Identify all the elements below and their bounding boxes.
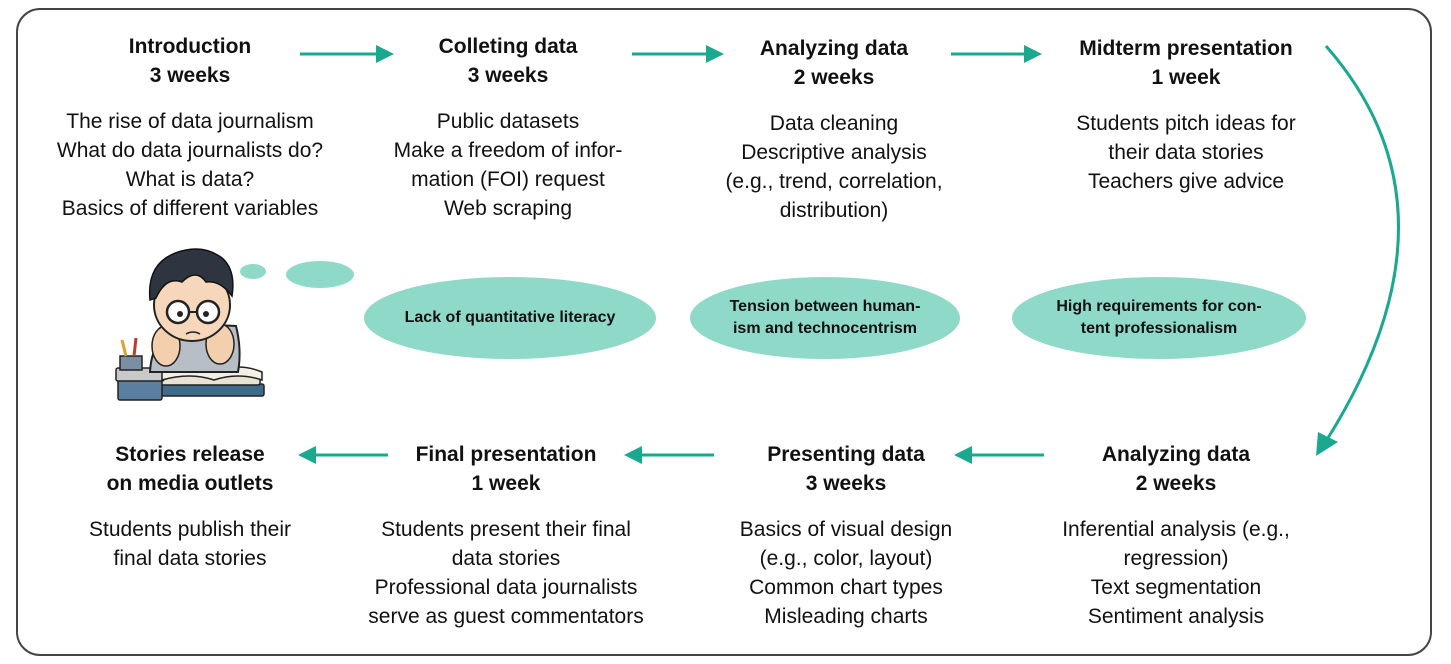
stage-item: Professional data journalists xyxy=(374,576,638,599)
challenge-text: Tension between human- xyxy=(729,298,921,315)
stage-item: What is data? xyxy=(125,168,255,191)
stage-duration: 2 weeks xyxy=(793,66,875,89)
stage-item: distribution) xyxy=(779,199,889,222)
challenge-bubble: Tension between human- ism and technocen… xyxy=(690,277,960,359)
stage-item: Students present their final xyxy=(381,518,631,541)
stage-duration: 1 week xyxy=(471,472,541,495)
stage-items: Data cleaning Descriptive analysis (e.g.… xyxy=(664,109,1004,225)
stage-item: Descriptive analysis xyxy=(741,141,927,164)
challenge-text: ism and technocentrism xyxy=(732,320,918,337)
arrow-right xyxy=(951,45,1042,63)
stage-item: serve as guest commentators xyxy=(368,605,644,628)
stage-item: What do data journalists do? xyxy=(56,139,324,162)
stage-introduction: Introduction 3 weeks The rise of data jo… xyxy=(20,32,360,223)
stage-title: Midterm presentation xyxy=(1079,37,1293,60)
stage-presenting-data: Presenting data 3 weeks Basics of visual… xyxy=(676,440,1016,631)
stage-item: Public datasets xyxy=(436,110,580,133)
stage-analyzing-data-2: Analyzing data 2 weeks Inferential analy… xyxy=(1006,440,1346,631)
arrow-curved-down xyxy=(1316,45,1400,456)
stage-duration: 3 weeks xyxy=(805,472,887,495)
stage-item: Students pitch ideas for xyxy=(1076,112,1296,135)
stage-item: Basics of different variables xyxy=(61,197,319,220)
stage-duration: 2 weeks xyxy=(1135,472,1217,495)
stage-item: Data cleaning xyxy=(769,112,899,135)
stage-item: regression) xyxy=(1123,547,1229,570)
stage-item: (e.g., color, layout) xyxy=(759,547,933,570)
stage-items: Students publish their final data storie… xyxy=(20,515,360,573)
stage-title: Presenting data xyxy=(767,443,925,466)
stage-item: their data stories xyxy=(1108,141,1264,164)
stage-title: Final presentation xyxy=(415,443,597,466)
stage-final-presentation: Final presentation 1 week Students prese… xyxy=(336,440,676,631)
stage-item: The rise of data journalism xyxy=(66,110,314,133)
stage-item: Text segmentation xyxy=(1090,576,1262,599)
thought-dot-small xyxy=(240,264,266,279)
stage-items: Students present their final data storie… xyxy=(336,515,676,631)
stage-items: Students pitch ideas for their data stor… xyxy=(1016,109,1356,196)
stage-item: Teachers give advice xyxy=(1087,170,1285,193)
stage-item: (e.g., trend, correlation, xyxy=(725,170,943,193)
stage-title: Stories release xyxy=(115,443,265,466)
arrow-right xyxy=(300,45,394,63)
stage-items: The rise of data journalism What do data… xyxy=(20,107,360,223)
student-illustration xyxy=(115,248,265,401)
thought-dot-large xyxy=(286,261,354,288)
stage-title: Colleting data xyxy=(438,35,578,58)
challenge-bubble: Lack of quantitative literacy xyxy=(364,277,656,359)
stage-item: Basics of visual design xyxy=(739,518,953,541)
challenge-bubble: High requirements for con- tent professi… xyxy=(1012,277,1306,359)
stage-item: Inferential analysis (e.g., xyxy=(1062,518,1290,541)
stage-item: Make a freedom of infor- xyxy=(393,139,623,162)
stage-midterm-presentation: Midterm presentation 1 week Students pit… xyxy=(1016,34,1356,196)
stage-item: mation (FOI) request xyxy=(411,168,605,191)
challenge-text: High requirements for con- xyxy=(1056,298,1262,315)
stage-duration: 3 weeks xyxy=(467,64,549,87)
stage-items: Inferential analysis (e.g., regression) … xyxy=(1006,515,1346,631)
stage-title: Analyzing data xyxy=(1101,443,1251,466)
stage-analyzing-data-1: Analyzing data 2 weeks Data cleaning Des… xyxy=(664,34,1004,225)
stage-item: Students publish their xyxy=(89,518,291,541)
stage-item: Sentiment analysis xyxy=(1087,605,1265,628)
stage-item: Web scraping xyxy=(443,197,572,220)
stage-item: final data stories xyxy=(113,547,267,570)
arrow-right xyxy=(632,45,724,63)
arrow-left xyxy=(624,446,714,464)
stage-items: Public datasets Make a freedom of infor-… xyxy=(338,107,678,223)
stage-items: Basics of visual design (e.g., color, la… xyxy=(676,515,1016,631)
stage-duration: on media outlets xyxy=(106,472,274,495)
stage-duration: 3 weeks xyxy=(149,64,231,87)
challenge-text: Lack of quantitative literacy xyxy=(404,309,616,326)
challenge-text: tent professionalism xyxy=(1080,320,1238,337)
arrow-left xyxy=(298,446,388,464)
stage-item: Misleading charts xyxy=(764,605,928,628)
diagram-frame xyxy=(16,8,1432,656)
stage-title: Introduction xyxy=(128,35,252,58)
stage-title: Analyzing data xyxy=(759,37,909,60)
stage-colleting-data: Colleting data 3 weeks Public datasets M… xyxy=(338,32,678,223)
stage-item: data stories xyxy=(451,547,561,570)
arrow-left xyxy=(954,446,1044,464)
stage-item: Common chart types xyxy=(749,576,943,599)
stage-duration: 1 week xyxy=(1151,66,1221,89)
stage-stories-release: Stories release on media outlets Student… xyxy=(20,440,360,573)
